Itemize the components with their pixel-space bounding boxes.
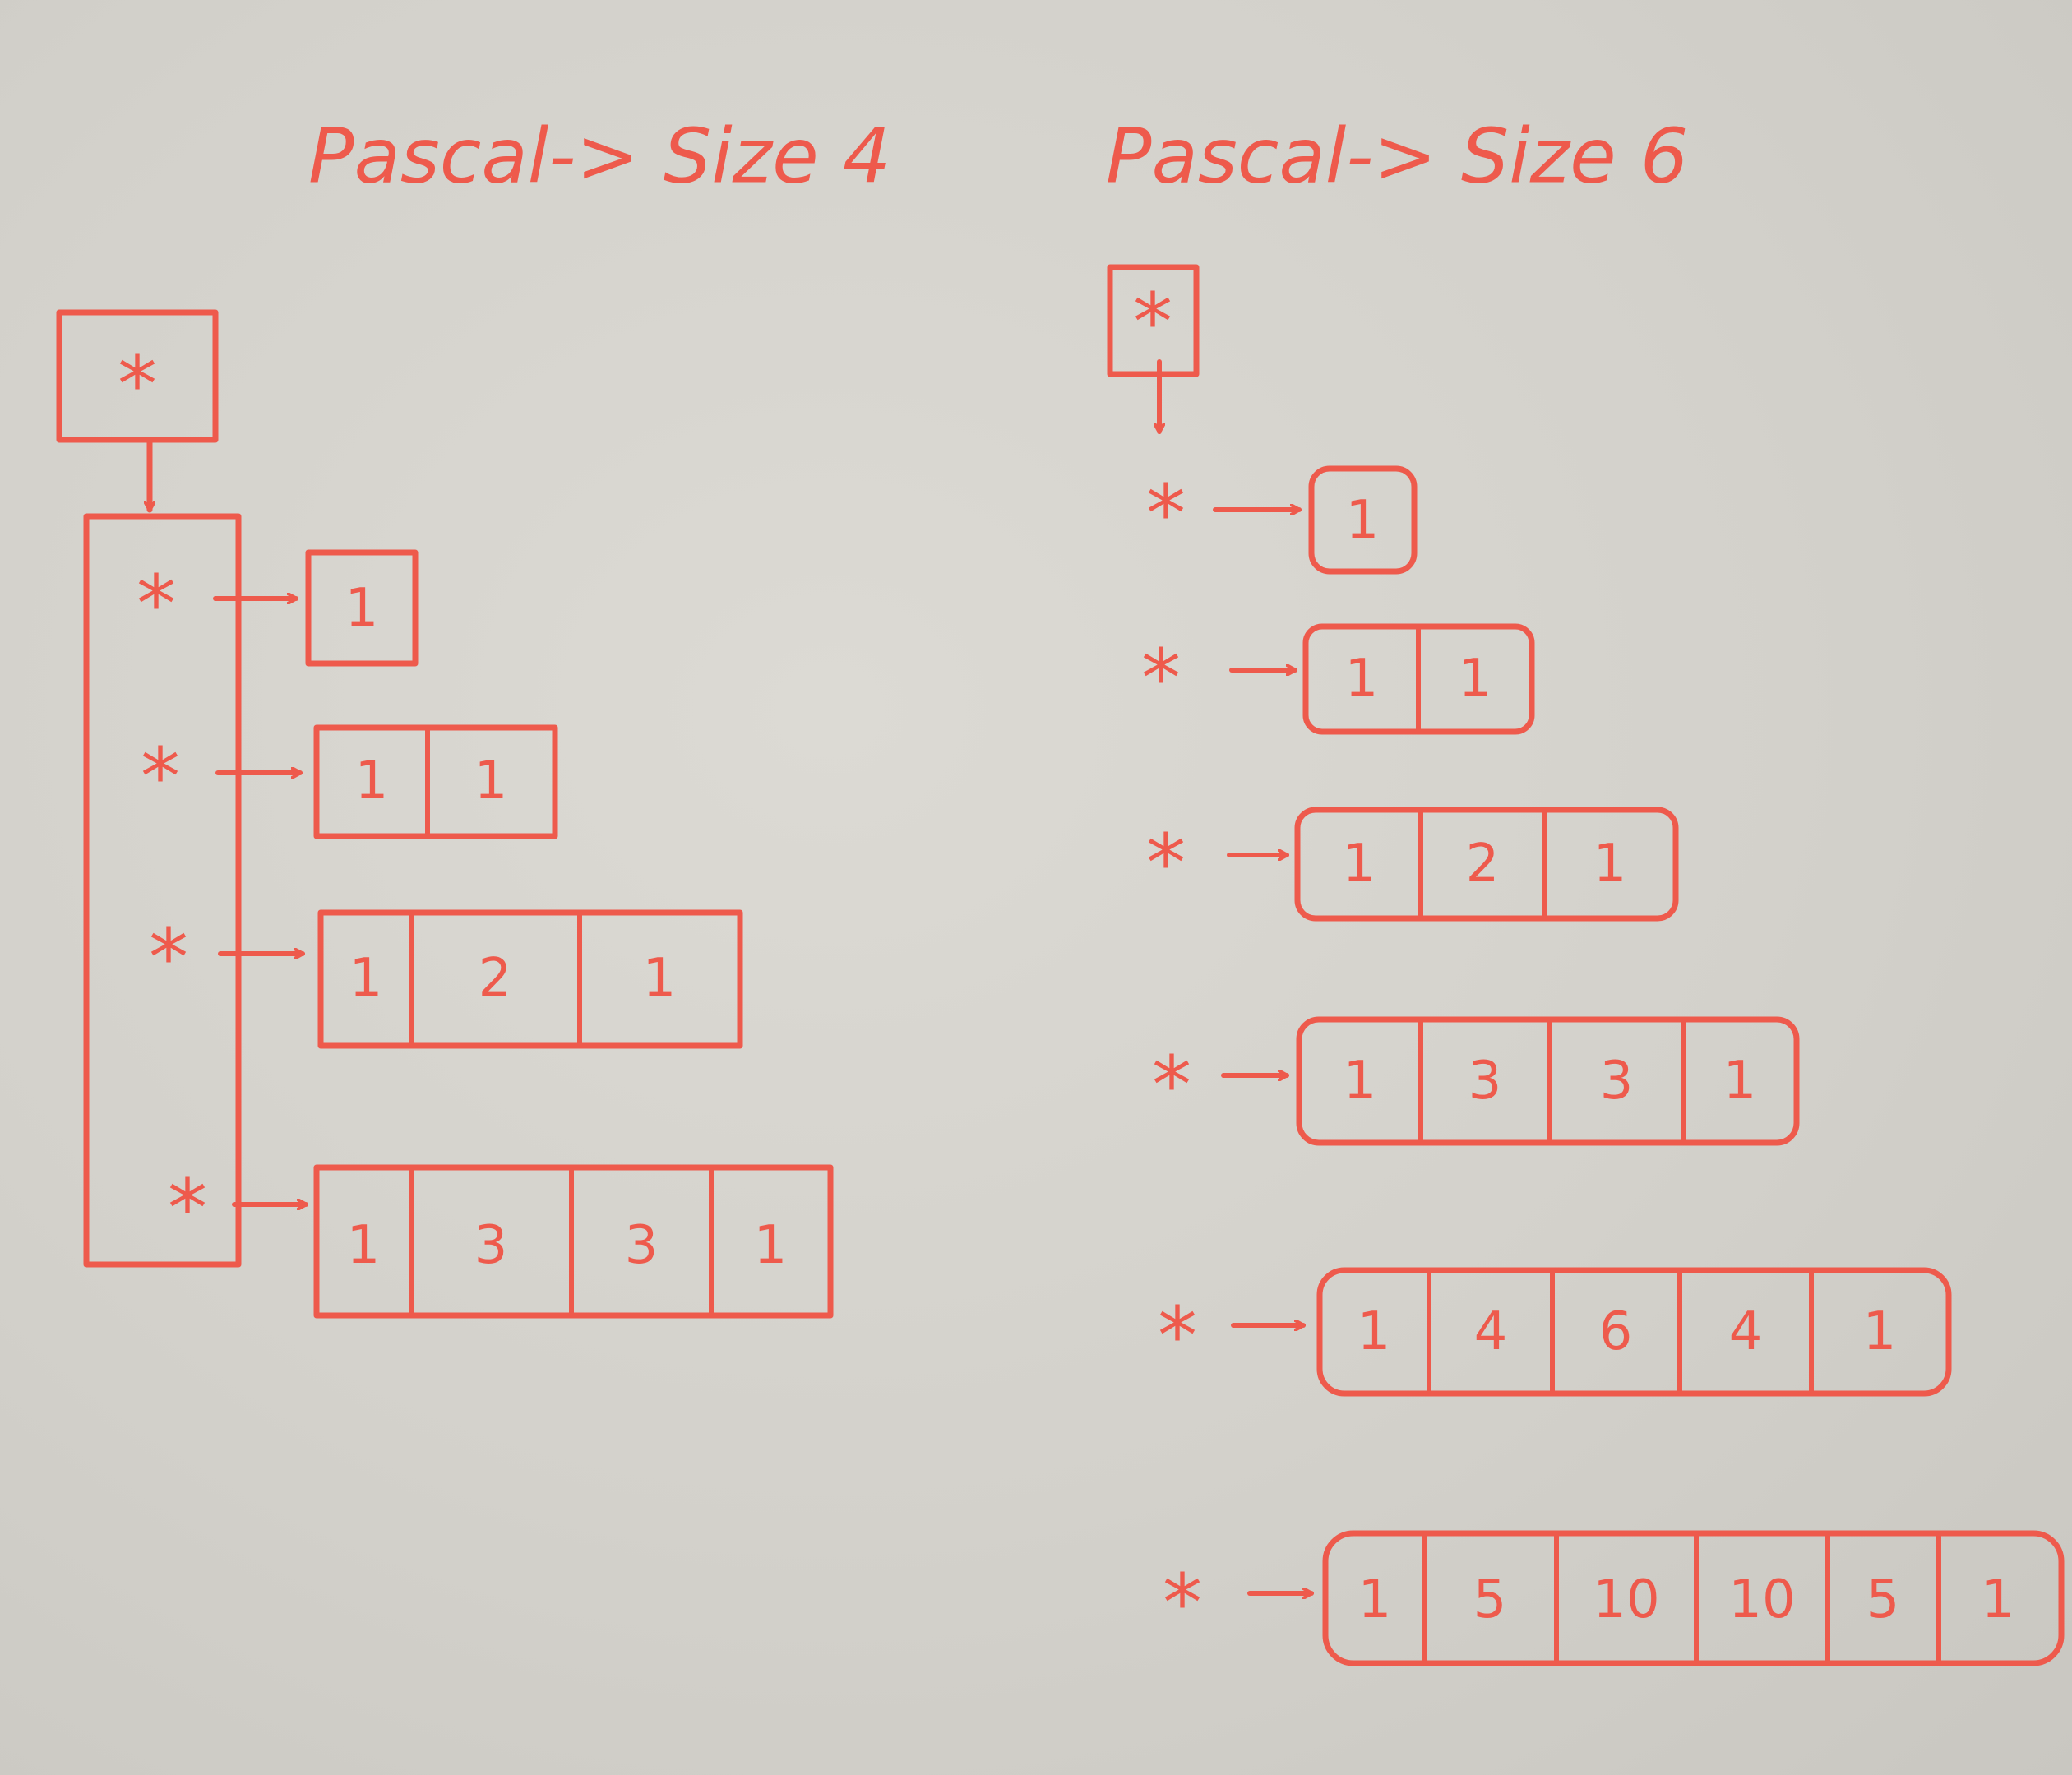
right-row-3-pointer: * bbox=[1146, 817, 1186, 909]
left-row-1-array bbox=[305, 549, 419, 667]
right-row-3-cell-3: 1 bbox=[1593, 834, 1627, 894]
right-row-6-array bbox=[1322, 1530, 2065, 1666]
left-row-2-cell-2: 1 bbox=[474, 751, 508, 811]
right-row-2-cell-2: 1 bbox=[1459, 649, 1492, 710]
left-row-4-pointer: * bbox=[168, 1163, 207, 1255]
left-title: Pascal-> Size 4 bbox=[308, 113, 890, 201]
right-row-1-array bbox=[1308, 465, 1418, 575]
left-row-1-pointer: * bbox=[136, 558, 176, 650]
right-row-2-pointer: * bbox=[1141, 632, 1181, 724]
left-row-3-cell-3: 1 bbox=[643, 948, 677, 1009]
right-row-6-cell-1: 1 bbox=[1358, 1569, 1392, 1630]
right-row-3-cell-2: 2 bbox=[1466, 834, 1500, 894]
right-row-5-array bbox=[1316, 1267, 1952, 1397]
right-row-4-cell-4: 1 bbox=[1723, 1051, 1757, 1112]
right-root-pointer-star: * bbox=[1133, 276, 1172, 368]
right-row-5-cell-3: 6 bbox=[1599, 1301, 1633, 1362]
left-row-3-cell-1: 1 bbox=[349, 948, 383, 1009]
right-row-6-cell-3: 10 bbox=[1593, 1569, 1659, 1630]
right-row-6-pointer: * bbox=[1163, 1557, 1202, 1649]
left-diagram: Pascal-> Size 4 * * 1 * 1 1 * 1 2 1 * bbox=[56, 113, 890, 1319]
right-root-pointer-box bbox=[1107, 264, 1200, 377]
left-row-4-cell-1: 1 bbox=[347, 1215, 381, 1276]
left-row-4-cell-2: 3 bbox=[474, 1215, 508, 1276]
right-row-4-cell-2: 3 bbox=[1468, 1051, 1502, 1112]
left-row-2-array bbox=[313, 724, 558, 839]
right-row-3-cell-1: 1 bbox=[1343, 834, 1376, 894]
left-root-pointer-star: * bbox=[118, 339, 157, 431]
left-row-2-cell-1: 1 bbox=[355, 751, 389, 811]
left-row-3-pointer: * bbox=[149, 912, 188, 1004]
right-row-6-cell-5: 5 bbox=[1866, 1569, 1900, 1630]
left-pointer-array bbox=[83, 513, 242, 1268]
right-title: Pascal-> Size 6 bbox=[1106, 113, 1688, 201]
right-row-1-pointer: * bbox=[1146, 468, 1186, 560]
right-row-5-cell-1: 1 bbox=[1357, 1301, 1391, 1362]
right-row-5-pointer: * bbox=[1158, 1290, 1197, 1382]
right-row-5-cell-4: 4 bbox=[1729, 1301, 1763, 1362]
right-row-5-cell-2: 4 bbox=[1474, 1301, 1508, 1362]
right-row-5-cell-5: 1 bbox=[1863, 1301, 1897, 1362]
left-row-4-cell-3: 3 bbox=[625, 1215, 659, 1276]
right-row-4-cell-1: 1 bbox=[1344, 1051, 1377, 1112]
left-row-2-pointer: * bbox=[141, 731, 180, 823]
left-row-4-cell-4: 1 bbox=[754, 1215, 788, 1276]
left-row-3-cell-2: 2 bbox=[479, 948, 512, 1009]
right-row-6-cell-6: 1 bbox=[1982, 1569, 2015, 1630]
left-row-3-array bbox=[317, 909, 743, 1049]
right-row-6-cell-2: 5 bbox=[1473, 1569, 1507, 1630]
right-row-4-cell-3: 3 bbox=[1600, 1051, 1634, 1112]
right-row-4-pointer: * bbox=[1152, 1039, 1191, 1131]
right-row-1-cell-1: 1 bbox=[1346, 490, 1380, 551]
right-row-6-cell-4: 10 bbox=[1728, 1569, 1795, 1630]
right-row-2-cell-1: 1 bbox=[1345, 649, 1379, 710]
left-root-pointer-box bbox=[56, 309, 219, 443]
left-row-1-cell-1: 1 bbox=[345, 578, 379, 639]
right-diagram: Pascal-> Size 6 * * 1 * 1 1 * 1 2 1 * 1 bbox=[1106, 113, 2065, 1666]
right-row-3-array bbox=[1294, 807, 1679, 922]
